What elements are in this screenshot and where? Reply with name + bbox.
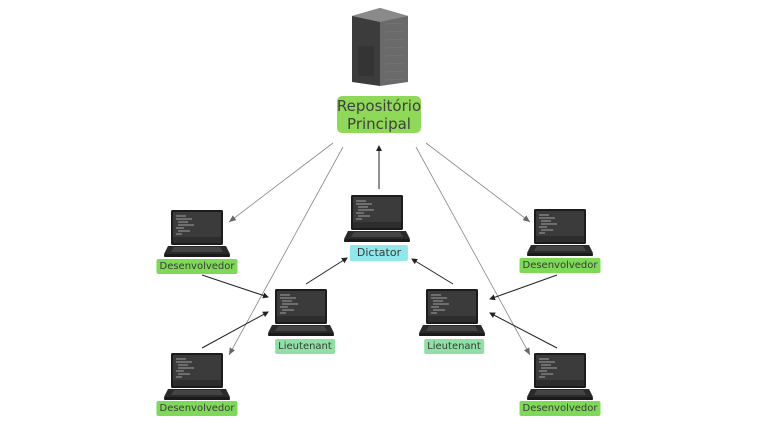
server-icon — [352, 8, 408, 86]
lieutenant-label: Lieutenant — [275, 339, 335, 354]
arrow-lieutenant-right-to-dictator — [411, 258, 454, 285]
arrow-dev-top-right-to-lieutenant — [489, 274, 558, 301]
repository-label: Repositório Principal — [336, 96, 422, 133]
developer-label: Desenvolvedor — [156, 259, 238, 274]
laptop-icon — [268, 289, 334, 341]
arrow-dev-bottom-left-to-lieutenant — [201, 311, 269, 349]
arrow-repo-to-dev-bottom-left — [228, 146, 344, 356]
arrow-dev-bottom-right-to-lieutenant — [489, 312, 558, 349]
developer-label: Desenvolvedor — [519, 401, 601, 416]
developer-label: Desenvolvedor — [156, 401, 238, 416]
developer-label: Desenvolvedor — [519, 258, 601, 273]
laptop-icon — [419, 289, 485, 341]
arrow-lieutenant-left-to-dictator — [305, 257, 348, 285]
arrow-repo-to-dev-top-left — [228, 142, 334, 223]
laptop-icon — [164, 210, 230, 262]
laptop-icon — [164, 353, 230, 405]
arrow-repo-to-dev-bottom-right — [415, 146, 531, 356]
arrow-dev-top-left-to-lieutenant — [201, 274, 269, 299]
arrow-repo-to-dev-top-right — [425, 142, 531, 223]
laptop-icon — [527, 353, 593, 405]
dictator-label: Dictator — [349, 245, 409, 261]
lieutenant-label: Lieutenant — [424, 339, 484, 354]
laptop-icon — [527, 209, 593, 261]
laptop-icon — [344, 195, 410, 247]
